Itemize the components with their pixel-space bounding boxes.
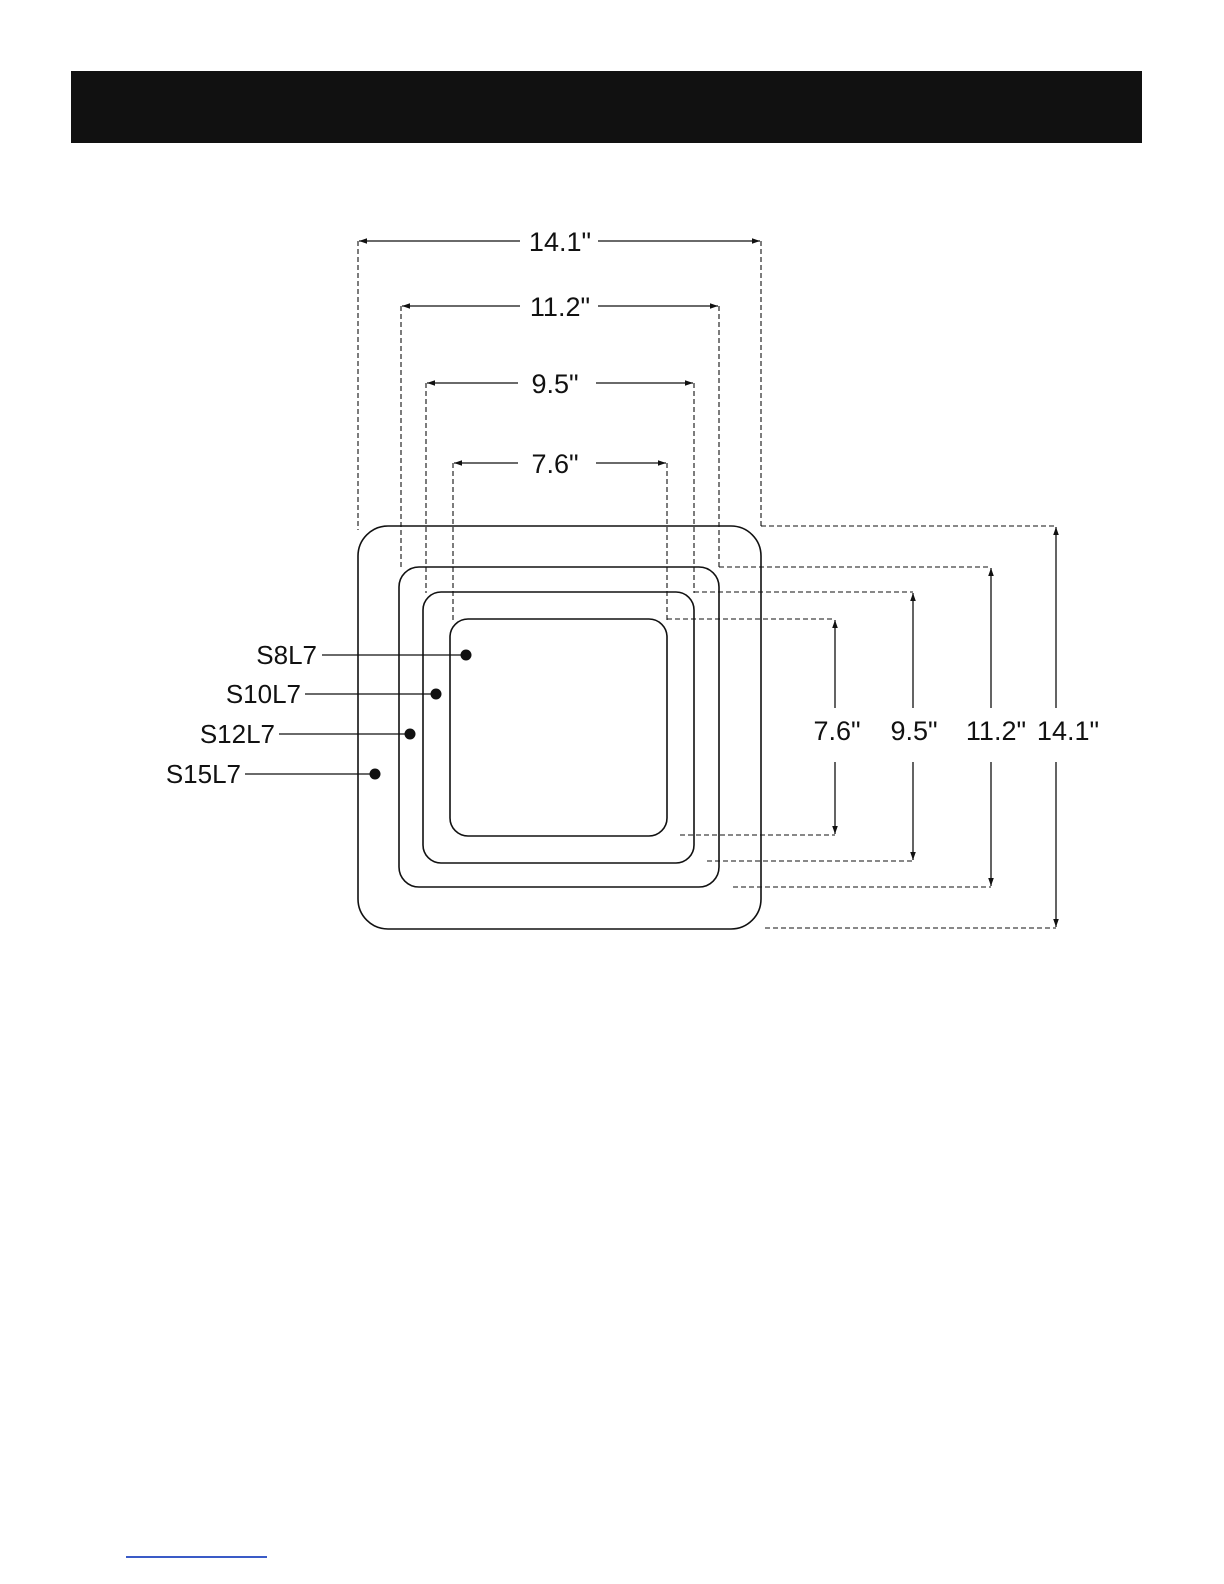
model-label-s15l7: S15L7 (166, 759, 241, 789)
callout-s10l7: S10L7 (226, 679, 442, 709)
outline-s10l7 (423, 592, 694, 863)
height-dimension-s8l7: 7.6" (813, 620, 860, 834)
model-label-s12l7: S12L7 (200, 719, 275, 749)
height-dimension-s15l7: 14.1" (1037, 527, 1099, 927)
outline-s15l7 (358, 526, 761, 929)
outline-s8l7 (450, 619, 667, 836)
callout-dot-s8l7 (461, 650, 472, 661)
height-dimension-s12l7: 11.2" (966, 568, 1026, 886)
footer-rule (126, 1556, 267, 1558)
callout-s15l7: S15L7 (166, 759, 381, 789)
height-label-s12l7: 11.2" (966, 716, 1026, 746)
model-label-s10l7: S10L7 (226, 679, 301, 709)
width-dimension-s12l7: 11.2" (402, 292, 718, 322)
width-dimension-s8l7: 7.6" (454, 449, 666, 479)
outline-s12l7 (399, 567, 719, 887)
callout-dot-s15l7 (370, 769, 381, 780)
width-dimension-s10l7: 9.5" (427, 369, 693, 399)
height-dimension-s10l7: 9.5" (890, 593, 937, 860)
height-label-s10l7: 9.5" (890, 716, 937, 746)
height-label-s8l7: 7.6" (813, 716, 860, 746)
width-dimension-s15l7: 14.1" (359, 227, 760, 257)
callout-dot-s10l7 (431, 689, 442, 700)
callout-dot-s12l7 (405, 729, 416, 740)
callout-s12l7: S12L7 (200, 719, 416, 749)
model-label-s8l7: S8L7 (256, 640, 317, 670)
width-label-s12l7: 11.2" (530, 292, 590, 322)
width-label-s10l7: 9.5" (531, 369, 578, 399)
callout-s8l7: S8L7 (256, 640, 471, 670)
width-label-s15l7: 14.1" (529, 227, 591, 257)
height-label-s15l7: 14.1" (1037, 716, 1099, 746)
width-label-s8l7: 7.6" (531, 449, 578, 479)
